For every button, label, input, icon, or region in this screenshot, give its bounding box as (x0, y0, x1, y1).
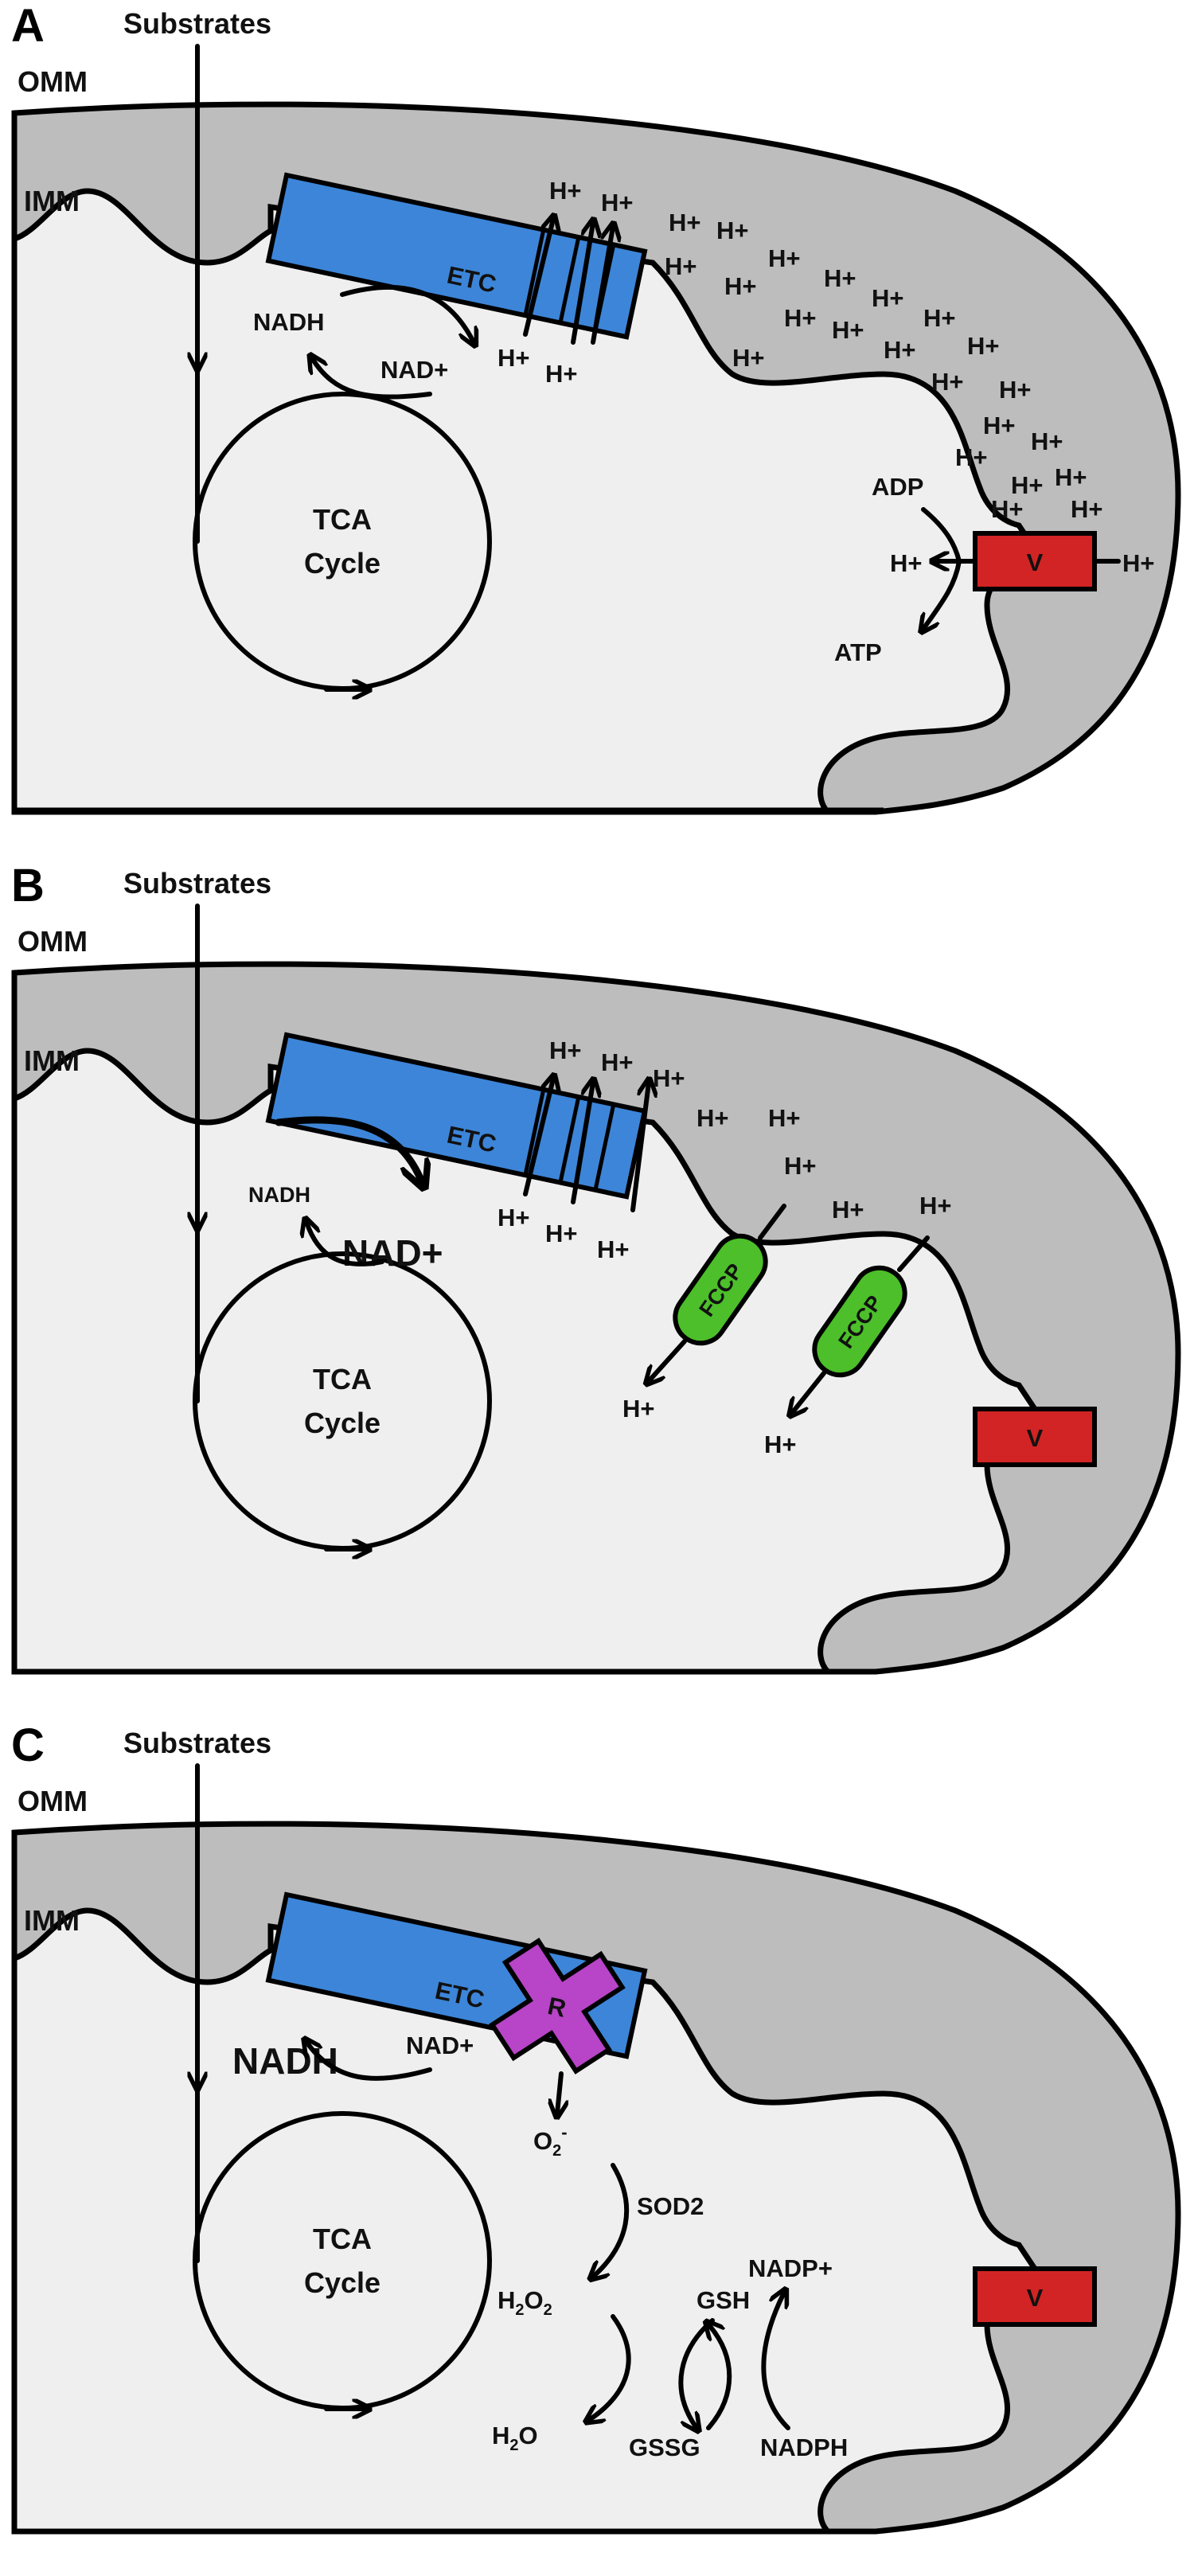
svg-text:H+: H+ (549, 1036, 582, 1064)
svg-text:H+: H+ (1011, 471, 1044, 499)
svg-text:H+: H+ (665, 252, 697, 280)
nadh-label: NADH (248, 1183, 310, 1207)
svg-text:H+: H+ (724, 272, 757, 300)
panel-b: B Substrates OMM IMM ETC TCA Cycle NADH … (11, 860, 1178, 1672)
svg-text:H+: H+ (545, 360, 578, 388)
h2o-label: H2O (492, 2422, 538, 2454)
svg-text:H+: H+ (983, 412, 1016, 439)
fccp-uncoupler-1: FCCP (673, 1233, 768, 1346)
tca-label-line1: TCA (313, 1363, 372, 1395)
gssg-label: GSSG (629, 2434, 700, 2461)
svg-text:H+: H+ (919, 1192, 952, 1220)
atp-synthase (973, 1407, 1097, 1467)
svg-text:H+: H+ (597, 1235, 630, 1263)
panel-letter: C (11, 1719, 45, 1771)
ros-x-cross-shape: R (489, 1938, 626, 2074)
svg-text:H+: H+ (601, 1048, 634, 1076)
nad-label: NAD+ (380, 356, 448, 384)
proton-label: H+ (764, 1430, 797, 1458)
panel-a: A Substrates OMM IMM ETC TCA Cycle NADH … (11, 0, 1178, 812)
proton-label: H+ (622, 1395, 655, 1423)
nad-label: NAD+ (342, 1232, 443, 1274)
h2o2-label: H2O2 (498, 2286, 552, 2319)
tca-label-line1: TCA (313, 2223, 372, 2255)
gsh-label: GSH (696, 2286, 750, 2314)
tca-label-line2: Cycle (304, 547, 380, 580)
svg-text:H+: H+ (832, 316, 864, 344)
imm-label: IMM (24, 185, 80, 217)
svg-text:H+: H+ (545, 1220, 578, 1247)
svg-text:H+: H+ (601, 189, 634, 217)
svg-text:H+: H+ (768, 244, 801, 272)
svg-text:H+: H+ (716, 217, 749, 244)
atp-synthase-label: V (1027, 2284, 1044, 2312)
svg-text:H+: H+ (696, 1104, 729, 1132)
nadh-label: NADH (253, 308, 325, 336)
nadp-label: NADP+ (748, 2254, 833, 2282)
svg-text:H+: H+ (549, 177, 582, 205)
tca-label-line1: TCA (313, 503, 372, 536)
proton-label: H+ (890, 549, 923, 577)
panel-letter: B (11, 860, 45, 911)
svg-text:H+: H+ (967, 332, 1000, 360)
svg-text:H+: H+ (923, 304, 956, 332)
proton-cluster: H+ H+ H+ H+ H+ H+ H+ H+ H+ H+ H+ (498, 1036, 952, 1263)
svg-text:H+: H+ (832, 1196, 864, 1224)
fccp-uncoupler-2: FCCP (812, 1265, 907, 1378)
svg-text:H+: H+ (784, 304, 817, 332)
etc-complex (265, 172, 648, 340)
svg-text:H+: H+ (884, 336, 916, 364)
atp-synthase-label: V (1027, 1424, 1044, 1452)
nad-label: NAD+ (406, 2032, 474, 2059)
svg-text:H+: H+ (768, 1104, 801, 1132)
panel-letter: A (11, 0, 45, 52)
atp-label: ATP (834, 638, 882, 666)
proton-label: H+ (1122, 549, 1155, 577)
svg-text:H+: H+ (1055, 463, 1087, 491)
svg-text:H+: H+ (931, 368, 964, 396)
omm-label: OMM (18, 925, 88, 958)
imm-label: IMM (24, 1044, 80, 1077)
atp-synthase-label: V (1027, 548, 1044, 576)
etc-complex (265, 1032, 648, 1200)
atp-synthase (973, 2266, 1097, 2327)
substrates-label: Substrates (123, 7, 271, 40)
svg-text:H+: H+ (955, 443, 988, 471)
substrates-label: Substrates (123, 867, 271, 900)
svg-text:H+: H+ (732, 344, 765, 372)
svg-text:H+: H+ (498, 344, 530, 372)
adp-label: ADP (872, 473, 923, 501)
svg-text:H+: H+ (669, 209, 701, 236)
svg-text:H+: H+ (1031, 427, 1063, 455)
sod2-label: SOD2 (637, 2192, 704, 2220)
svg-text:H+: H+ (498, 1204, 530, 1231)
svg-text:H+: H+ (872, 284, 904, 312)
proton-cluster: H+ H+ H+ H+ H+ H+ H+ H+ H+ H+ H+ H+ H+ H… (498, 177, 1103, 523)
svg-text:H+: H+ (784, 1152, 817, 1180)
omm-label: OMM (18, 65, 88, 98)
superoxide-label: O2- (533, 2122, 568, 2160)
svg-text:H+: H+ (991, 495, 1024, 523)
svg-text:H+: H+ (653, 1064, 685, 1092)
svg-text:H+: H+ (1071, 495, 1103, 523)
panel-c: C Substrates OMM IMM ETC R TCA Cycle NAD… (11, 1719, 1178, 2531)
imm-label: IMM (24, 1904, 80, 1937)
tca-label-line2: Cycle (304, 2266, 380, 2299)
svg-text:H+: H+ (824, 264, 856, 292)
svg-text:H+: H+ (999, 376, 1032, 404)
tca-label-line2: Cycle (304, 1407, 380, 1439)
substrates-label: Substrates (123, 1727, 271, 1759)
nadph-label: NADPH (760, 2434, 848, 2461)
omm-label: OMM (18, 1785, 88, 1817)
